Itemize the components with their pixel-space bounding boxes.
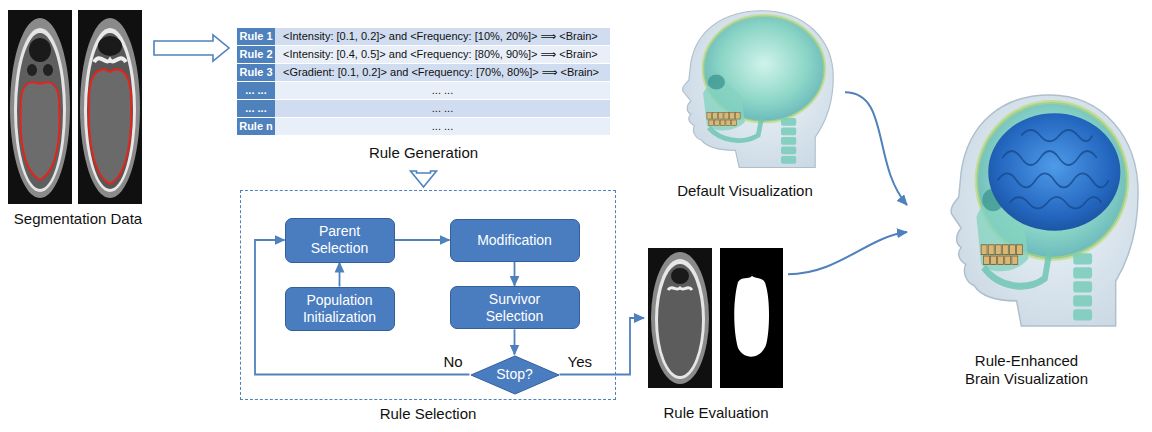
table-caption: Rule Generation [237,144,610,162]
rule-row: Rule 3<Gradient: [0.1, 0.2]> and <Freque… [237,64,610,81]
rule-table: Rule Generation Rule 1<Intensity: [0.1, 0… [237,28,610,170]
box-label: Survivor Selection [463,291,567,325]
process-box: Modification [450,219,580,262]
connector [514,329,516,354]
process-box: Population Initialization [285,287,395,331]
connector [788,232,907,274]
rule-condition: <Intensity: [0.4, 0.5]> and <Frequency: … [275,46,610,63]
rule-id: Rule n [237,118,275,135]
group-caption: Rule Selection [241,405,615,423]
process-box: Survivor Selection [450,286,580,330]
rule-condition: <Gradient: [0.1, 0.2]> and <Frequency: [… [275,64,610,81]
rule-id: Rule 1 [237,28,275,45]
connector [395,239,450,241]
box-label: Population Initialization [298,292,382,326]
box-label: Modification [477,232,552,249]
panel-caption: Default Visualization [645,182,845,200]
rule-row: ... ...... ... [237,100,610,117]
dashed-group: Rule SelectionParent SelectionModificati… [240,190,616,400]
rule-condition: ... ... [275,118,610,135]
image-panel: Rule-Enhanced Brain Visualization [905,88,1148,388]
connector [514,262,516,286]
edge-label: No [442,353,465,371]
diamond-shape [471,356,559,394]
rule-row: ... ...... ... [237,82,610,99]
connector [339,263,341,287]
rule-id: ... ... [237,82,275,99]
panel-caption: Segmentation Data [6,210,150,228]
box-label: Parent Selection [298,223,382,257]
rule-condition: ... ... [275,100,610,117]
rule-id: Rule 2 [237,46,275,63]
panel-caption: Rule Evaluation [644,404,788,422]
edge-label: Yes [566,353,594,371]
rule-condition: <Intensity: [0.1, 0.2]> and <Frequency: … [275,28,610,45]
rule-condition: ... ... [275,82,610,99]
block-arrow [154,35,229,61]
image-panel: Segmentation Data [6,6,150,228]
image-panel: Default Visualization [645,4,845,200]
decision-diamond: Stop? [470,355,560,395]
rule-id: ... ... [237,100,275,117]
process-box: Parent Selection [285,218,395,263]
panel-caption: Rule-Enhanced Brain Visualization [957,352,1097,388]
rule-row: Rule n... ... [237,118,610,135]
connector [845,92,907,205]
block-arrow [411,171,437,187]
diamond-label: Stop? [496,366,533,383]
rule-id: Rule 3 [237,64,275,81]
image-panel: Rule Evaluation [644,246,788,422]
rule-row: Rule 1<Intensity: [0.1, 0.2]> and <Frequ… [237,28,610,45]
rule-row: Rule 2<Intensity: [0.4, 0.5]> and <Frequ… [237,46,610,63]
